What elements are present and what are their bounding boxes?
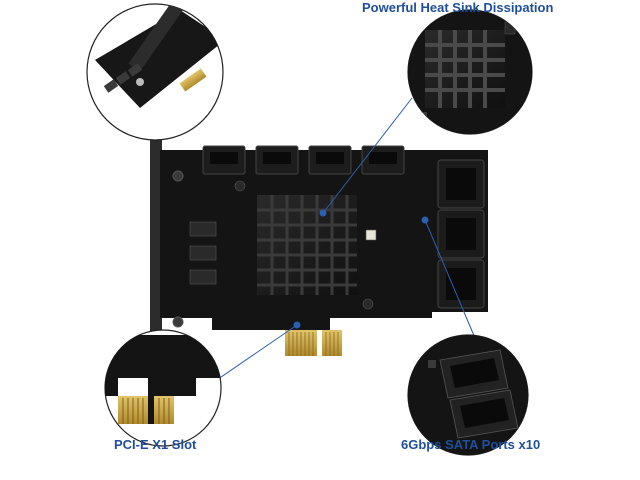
mount-hole: [172, 170, 184, 182]
callout-sata-zoom: [407, 334, 529, 456]
pcie-card: [150, 135, 488, 356]
pcie-slot-callout-label: PCI-E X1 Slot: [114, 437, 197, 452]
gold-fingers: [285, 330, 342, 356]
side-sata-connectors: [437, 159, 485, 309]
callout-heatsink-zoom: [407, 9, 533, 135]
board-components: [189, 180, 377, 310]
heatsink: [257, 195, 357, 295]
mounting-bracket: [150, 135, 162, 345]
mount-hole: [172, 316, 184, 328]
sata-ports-callout-label: 6Gbps SATA Ports x10: [401, 437, 541, 452]
callout-pcie-zoom: [104, 329, 222, 447]
top-sata-connectors: [202, 145, 405, 175]
heatsink-callout-label: Powerful Heat Sink Dissipation: [362, 0, 554, 15]
callout-card-overview: [86, 3, 224, 141]
